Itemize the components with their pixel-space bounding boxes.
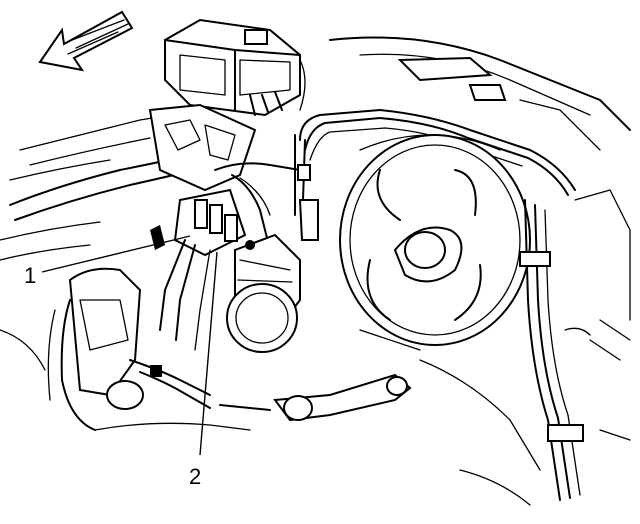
intake-manifold	[0, 103, 257, 261]
front-of-vehicle-arrow-icon	[38, 10, 134, 72]
control-module	[164, 18, 301, 117]
injector-connectors	[150, 188, 247, 351]
right-harness	[519, 189, 631, 501]
lower-right-structure	[359, 329, 631, 506]
callout-label-2: 2	[189, 464, 201, 489]
cooling-fan	[339, 134, 531, 346]
callout-label-1: 1	[24, 263, 36, 288]
cowl-panel	[299, 36, 631, 151]
engine-block-lower	[0, 267, 251, 431]
wiring-harness	[214, 109, 576, 251]
alternator	[226, 233, 301, 353]
callout-leaders	[41, 235, 218, 456]
lower-bracket	[219, 373, 412, 422]
